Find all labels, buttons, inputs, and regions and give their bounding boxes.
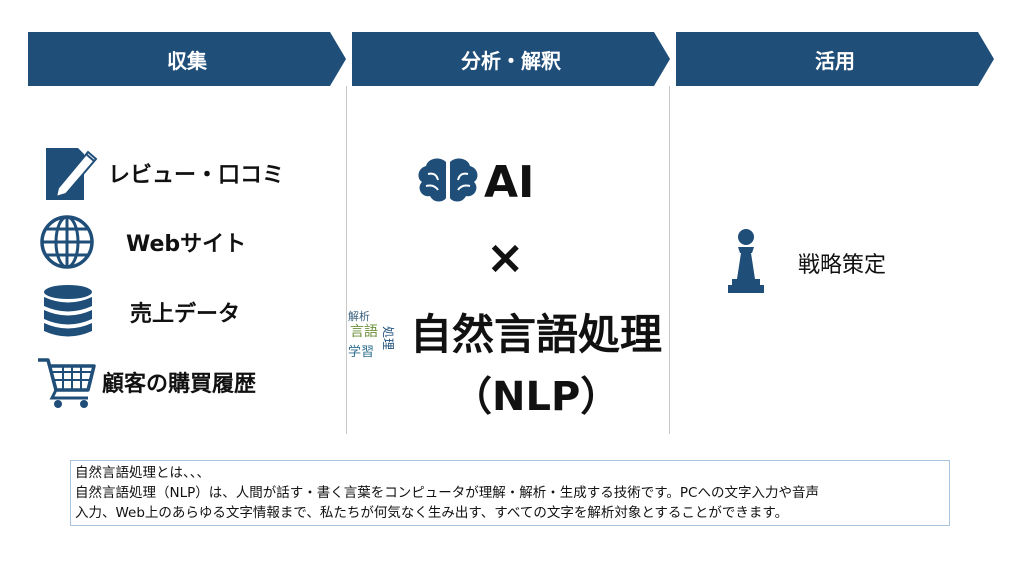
stage-analysis-label: 分析・解釈 <box>461 48 561 73</box>
stage-utilize-label: 活用 <box>815 48 855 73</box>
strategy-label: 戦略策定 <box>798 253 887 278</box>
globe-icon <box>38 214 96 270</box>
nlp-abbreviation: （NLP） <box>452 374 621 420</box>
word-cloud-word-3: 処理 <box>381 326 395 350</box>
word-cloud-word-1: 解析 <box>348 309 370 323</box>
nlp-description-box: 自然言語処理とは、、、 自然言語処理（NLP）は、人間が話す・書く言葉をコンピュ… <box>70 460 950 526</box>
brain-icon <box>416 156 480 206</box>
word-cloud-word-4: 学習 <box>348 344 374 360</box>
stage-utilize: 活用 <box>676 32 994 86</box>
cross-symbol: × <box>486 230 525 284</box>
column-divider-2 <box>669 86 670 434</box>
word-cloud-word-2: 言語 <box>350 324 378 340</box>
collect-item-website: Webサイト <box>38 214 246 270</box>
collect-item-purchase-history-label: 顧客の購買履歴 <box>102 372 257 397</box>
chess-pawn-icon <box>726 227 766 295</box>
stage-analysis: 分析・解釈 <box>352 32 670 86</box>
nlp-description-line-2: 入力、Web上のあらゆる文字情報まで、私たちが何気なく生み出す、すべての文字を解… <box>75 505 789 521</box>
collect-item-website-label: Webサイト <box>126 232 247 257</box>
collect-item-review-label: レビュー・口コミ <box>108 163 285 188</box>
collect-item-sales: 売上データ <box>40 284 240 340</box>
stage-collect-label: 収集 <box>167 48 207 73</box>
nlp-description-heading: 自然言語処理とは、、、 <box>75 465 210 481</box>
shopping-cart-icon <box>36 354 98 410</box>
nlp-title: 自然言語処理 <box>410 310 663 359</box>
document-pen-icon <box>44 144 100 202</box>
column-divider-1 <box>346 86 347 434</box>
database-icon <box>40 284 96 340</box>
word-cloud-icon: 解析 言語 処理 学習 <box>346 306 408 362</box>
collect-item-sales-label: 売上データ <box>130 302 241 327</box>
ai-label: AI <box>484 157 535 208</box>
collect-item-review: レビュー・口コミ <box>44 144 284 202</box>
collect-item-purchase-history: 顧客の購買履歴 <box>36 354 256 410</box>
nlp-description-line-1: 自然言語処理（NLP）は、人間が話す・書く言葉をコンピュータが理解・解析・生成す… <box>75 485 819 501</box>
stage-collect: 収集 <box>28 32 346 86</box>
